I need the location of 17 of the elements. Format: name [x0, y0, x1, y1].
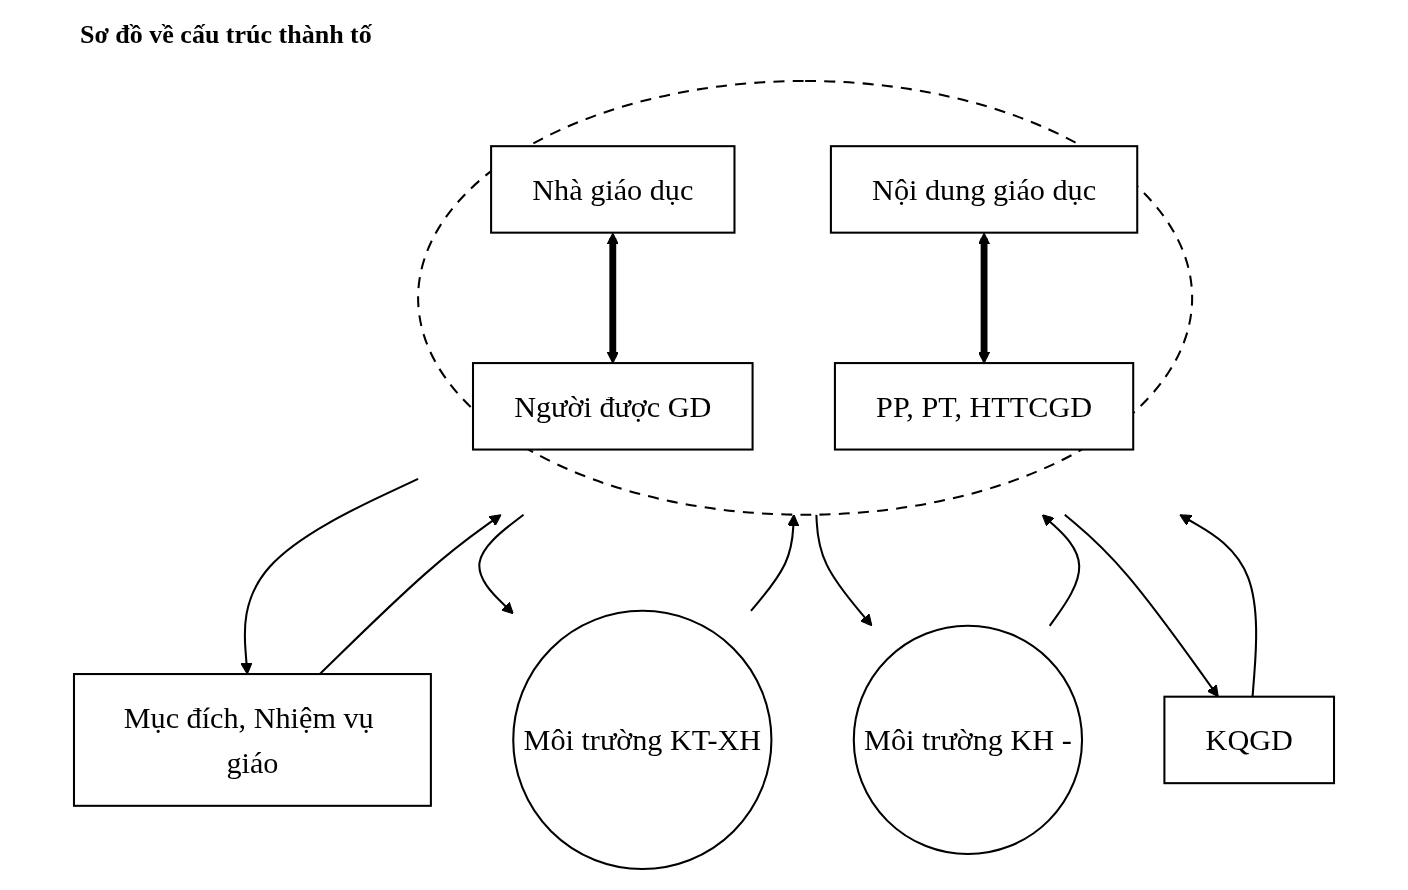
node-circle: Môi trường KT-XH — [512, 609, 773, 871]
node-box: Mục đích, Nhiệm vụ giáo — [72, 673, 432, 807]
node-box: Nội dung giáo dục — [829, 145, 1139, 234]
arrow — [1041, 514, 1081, 627]
arrow — [1179, 514, 1258, 697]
node-circle: Môi trường KH - — [852, 624, 1084, 856]
node-box: Người được GD — [472, 362, 754, 451]
node-box: PP, PT, HTTCGD — [833, 362, 1135, 451]
arrow — [319, 514, 502, 675]
arrow — [750, 514, 800, 612]
arrow — [606, 232, 619, 364]
arrow — [240, 477, 419, 675]
node-box: KQGD — [1163, 695, 1336, 785]
arrow — [978, 232, 991, 364]
diagram-title: Sơ đồ về cấu trúc thành tố — [80, 20, 372, 50]
node-box: Nhà giáo dục — [490, 145, 736, 234]
arrow — [815, 514, 873, 627]
